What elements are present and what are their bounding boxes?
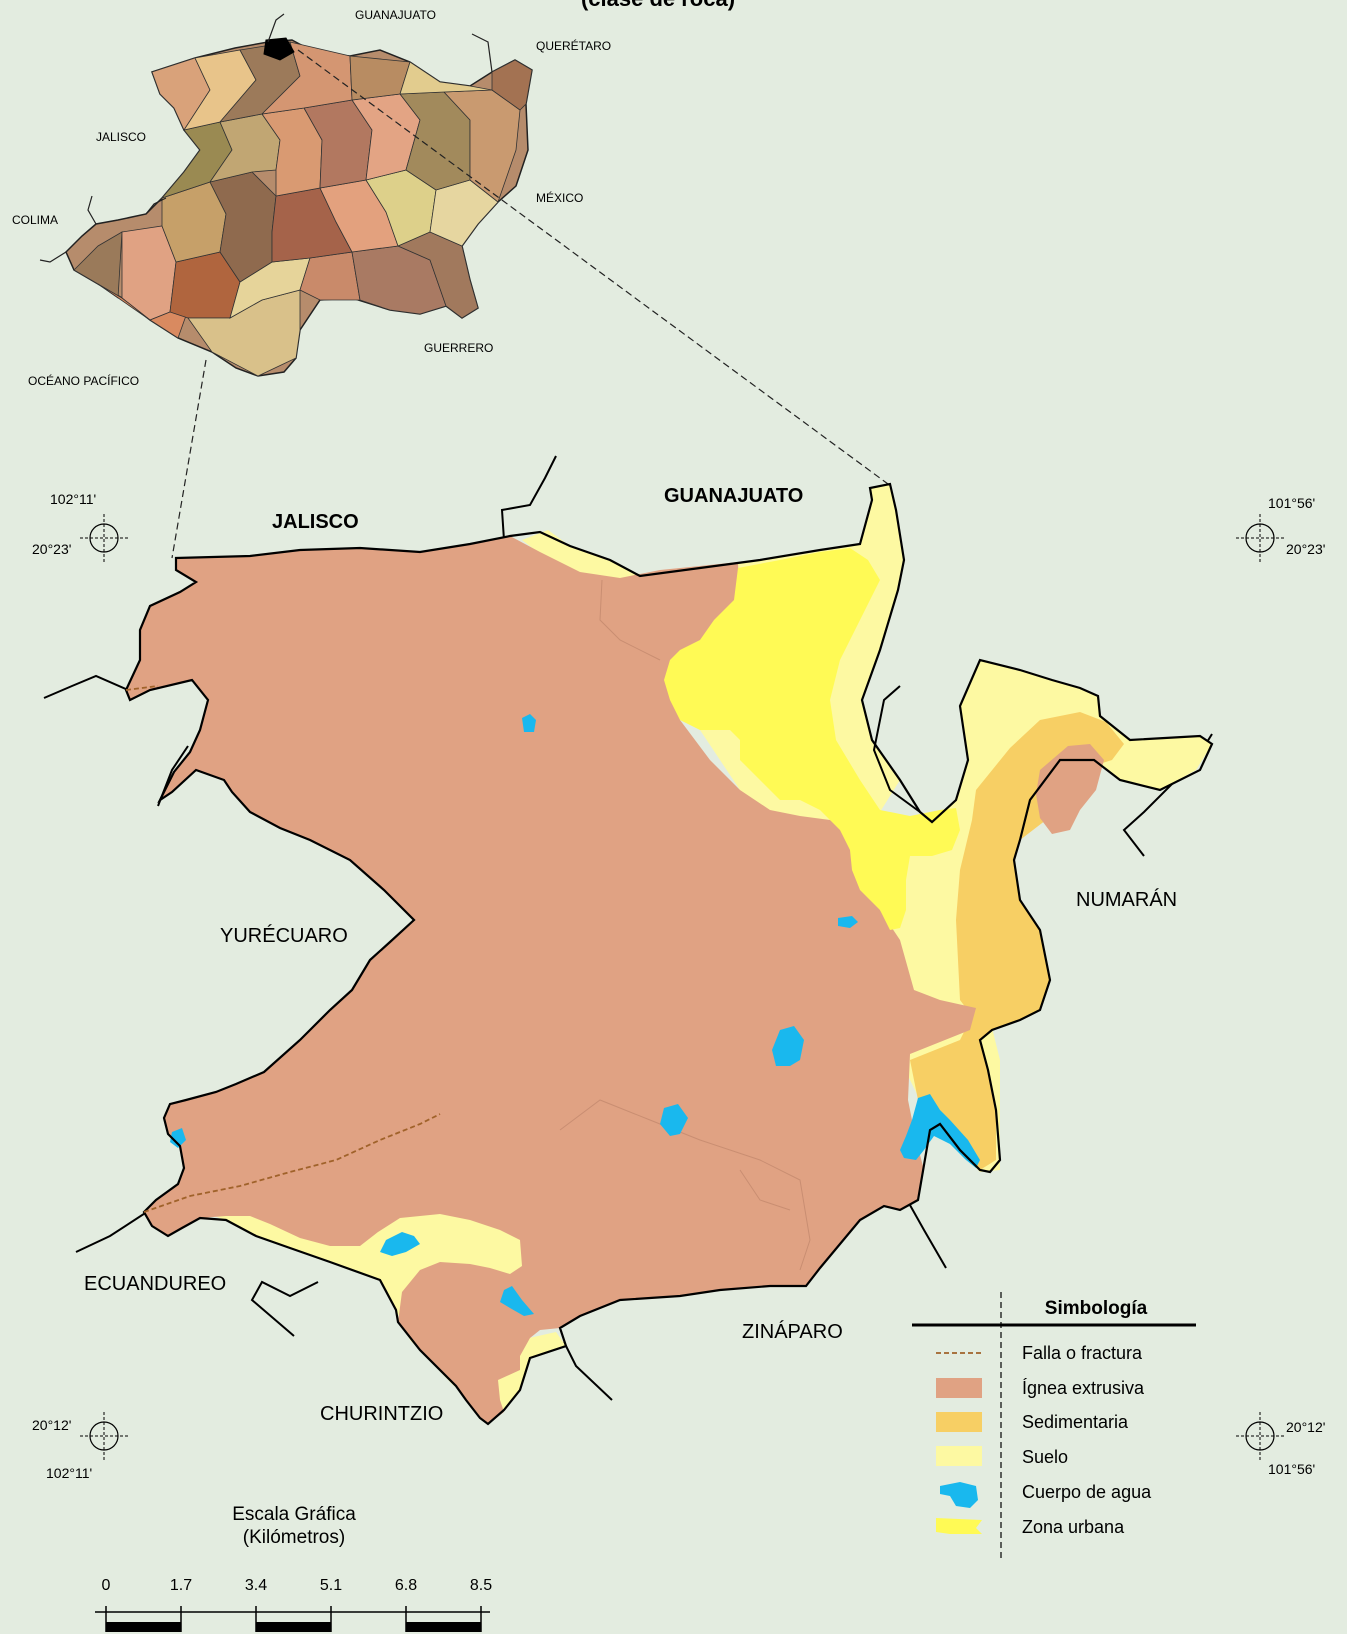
internal-boundary [599,579,661,661]
legend-label-ignea: Ígnea extrusiva [1022,1378,1145,1398]
boundary-line [250,1280,319,1337]
connector-line [171,359,207,559]
coord-nw-lat: 20°23' [32,541,71,557]
legend-label-suelo: Suelo [1022,1447,1068,1467]
legend-swatch-suelo [936,1446,982,1466]
crosshair-icon [1245,1421,1275,1451]
cuerpo-de-agua [772,1026,804,1066]
falla-line [143,1113,441,1213]
inset-label-guerrero: GUERRERO [424,341,493,355]
cuerpo-de-agua [170,1128,186,1148]
legend-swatch-sedimentaria [936,1412,982,1432]
coord-nw-lon: 102°11' [50,491,96,507]
coord-se-lat: 20°12' [1286,1419,1325,1435]
inset-region [491,59,533,111]
scale-tick-label: 1.7 [170,1577,192,1594]
inset-label-guanajuato: GUANAJUATO [355,8,436,22]
legend-label-urbana: Zona urbana [1022,1517,1125,1537]
label-numaran: NUMARÁN [1076,888,1177,911]
main-map [43,455,1214,1426]
legend-title: Simbología [1045,1298,1148,1319]
inset-region [97,283,189,339]
coord-sw-lon: 102°11' [46,1465,92,1481]
scale-tick-label: 5.1 [320,1577,342,1594]
boundary-line [563,1341,613,1401]
legend-label-agua: Cuerpo de agua [1022,1482,1152,1502]
sedimentaria-area [910,712,1124,1170]
scale-segment [106,1622,181,1632]
cuerpo-de-agua [522,714,536,732]
inset-map: GUANAJUATO QUERÉTARO JALISCO MÉXICO COLI… [12,8,611,388]
boundary-line [75,1205,157,1253]
inset-label-mexico: MÉXICO [536,190,583,205]
coord-ne: 101°56' 20°23' [1236,495,1325,562]
coord-sw: 20°12' 102°11' [32,1412,128,1481]
zona-urbana-area [664,548,960,930]
scale-segment [256,1622,331,1632]
boundary-line [43,674,129,699]
label-jalisco: JALISCO [272,511,359,533]
scale-unit: (Kilómetros) [243,1527,345,1548]
connector-line [297,49,889,485]
legend-label-falla: Falla o fractura [1022,1343,1143,1363]
scale-segment [406,1622,481,1632]
map-title: (clase de roca) [581,0,735,11]
inset-label-queretaro: QUERÉTARO [536,38,611,53]
inset-boundary-line [39,251,67,263]
coord-se-lon: 101°56' [1268,1461,1315,1477]
inset-label-colima: COLIMA [12,213,58,227]
internal-boundary [559,1099,811,1271]
inset-boundary-line [145,197,167,215]
scale-tick-label: 3.4 [245,1577,267,1594]
label-ecuandureo: ECUANDUREO [84,1273,226,1295]
inset-boundary-line [267,13,285,43]
inset-label-jalisco: JALISCO [96,130,146,144]
inset-label-oceano: OCÉANO PACÍFICO [28,373,139,388]
label-yurecuaro: YURÉCUARO [220,924,348,947]
coord-se: 20°12' 101°56' [1236,1412,1325,1477]
crosshair-icon [1245,523,1275,553]
boundary-line [500,455,557,541]
cuerpo-de-agua [500,1286,534,1316]
legend-swatch-urbana [936,1518,982,1534]
inset-region [73,231,123,299]
boundary-line [905,1197,947,1269]
boundary-line [872,685,921,813]
scale-ticks: 0 1.7 3.4 5.1 6.8 8.5 [102,1577,492,1632]
scale-title: Escala Gráfica [232,1504,356,1525]
inset-boundary-line [87,195,97,225]
legend-swatch-ignea [936,1378,982,1398]
legend-swatch-agua [940,1482,978,1508]
scale-tick-label: 6.8 [395,1577,417,1594]
cuerpo-de-agua [838,916,858,928]
coord-ne-lon: 101°56' [1268,495,1315,511]
label-guanajuato: GUANAJUATO [664,485,803,507]
internal-boundary [739,1169,791,1211]
crosshair-icon [89,523,119,553]
inset-region [399,61,493,95]
inset-boundary-line [471,33,493,73]
inset-selected-municipality [263,37,295,61]
municipality-outline [124,482,1214,1426]
label-churintzio: CHURINTZIO [320,1403,443,1425]
ignea-extrusiva-patch [1036,744,1104,834]
scale-tick-label: 8.5 [470,1577,492,1594]
scale-tick-label: 0 [102,1577,111,1594]
ignea-extrusiva-area [126,536,976,1424]
coord-sw-lat: 20°12' [32,1417,71,1433]
cuerpo-de-agua [660,1104,688,1136]
crosshair-icon [89,1421,119,1451]
legend-label-sedimentaria: Sedimentaria [1022,1412,1129,1432]
coord-ne-lat: 20°23' [1286,541,1325,557]
coord-nw: 102°11' 20°23' [32,491,128,562]
scale-bar: Escala Gráfica (Kilómetros) 0 1.7 3.4 5.1 6.… [95,1504,492,1632]
label-zinaparo: ZINÁPARO [742,1320,843,1343]
cuerpo-de-agua [380,1232,420,1256]
falla-line [125,685,159,691]
legend: Simbología Falla o fractura Ígnea extrus… [912,1292,1196,1560]
